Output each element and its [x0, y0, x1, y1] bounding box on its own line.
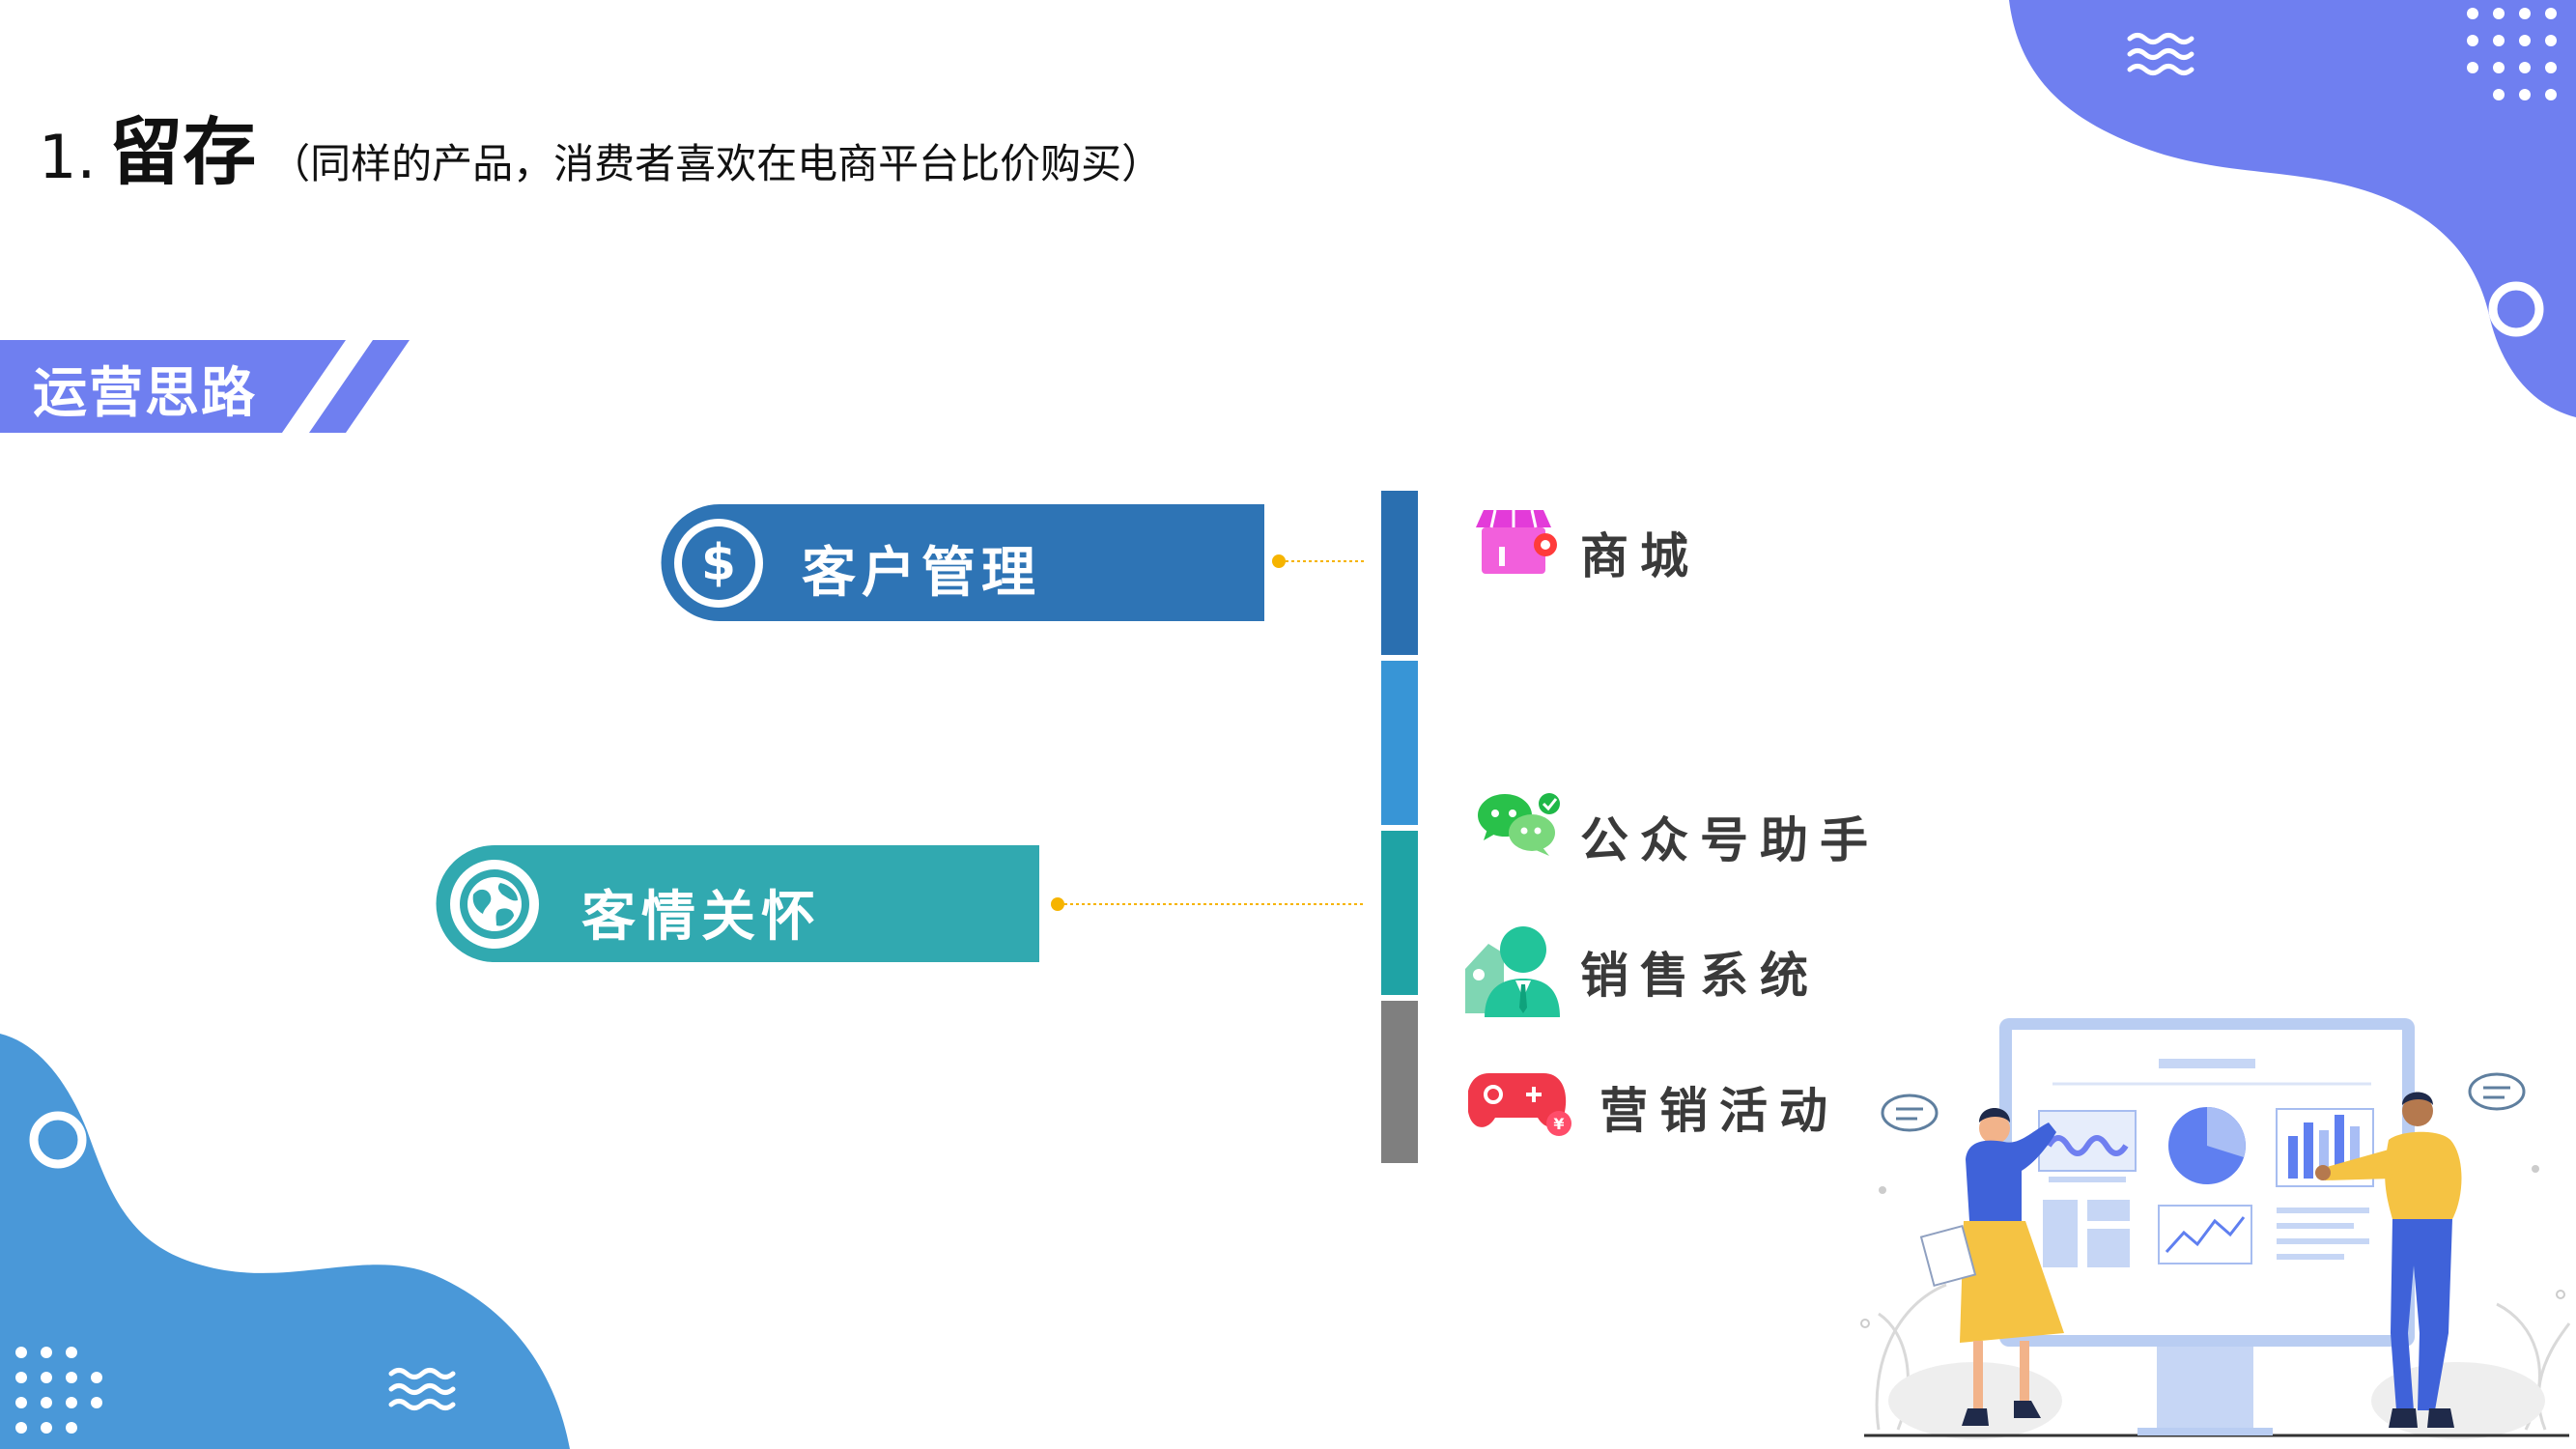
- section-tag-label: 运营思路: [33, 362, 257, 425]
- bottom-left-blob: [0, 1034, 570, 1449]
- connector-customer-management: [1272, 554, 1365, 568]
- dashboard-presentation-illustration: [1860, 1018, 2571, 1439]
- dollar-icon: $: [674, 519, 763, 608]
- connector-customer-care: [1051, 897, 1366, 911]
- item-label-store: 商城: [1580, 528, 1700, 584]
- node-customer-care-bg: [436, 845, 1039, 962]
- title-main: 留存: [109, 109, 257, 195]
- node-label-customer-management: 客户管理: [802, 542, 1041, 605]
- vertical-bar-segment-4: [1381, 1001, 1418, 1163]
- node-label-customer-care: 客情关怀: [581, 886, 821, 949]
- item-label-sales-system: 销售系统: [1580, 948, 1820, 1004]
- page-title: 1. 留存 （同样的产品，消费者喜欢在电商平台比价购买）: [39, 93, 1162, 199]
- title-number: 1.: [39, 122, 97, 192]
- vertical-bar-segment-1: [1381, 491, 1418, 655]
- gamepad-icon: ¥: [1468, 1067, 1574, 1141]
- salesperson-icon: [1463, 921, 1560, 1017]
- vertical-bar-segment-3: [1381, 831, 1418, 995]
- svg-text:¥: ¥: [1553, 1115, 1564, 1133]
- wechat-icon: [1476, 790, 1563, 860]
- store-icon: [1476, 502, 1563, 580]
- top-right-blob: [2009, 0, 2576, 417]
- title-subtitle: （同样的产品，消费者喜欢在电商平台比价购买）: [269, 140, 1163, 187]
- globe-icon: [450, 860, 539, 949]
- item-label-wechat-assistant: 公众号助手: [1580, 812, 1880, 868]
- node-customer-management-bg: [661, 504, 1264, 621]
- item-label-marketing: 营销活动: [1599, 1083, 1839, 1139]
- section-tag-shape: [0, 340, 410, 433]
- vertical-bar-segment-2: [1381, 661, 1418, 825]
